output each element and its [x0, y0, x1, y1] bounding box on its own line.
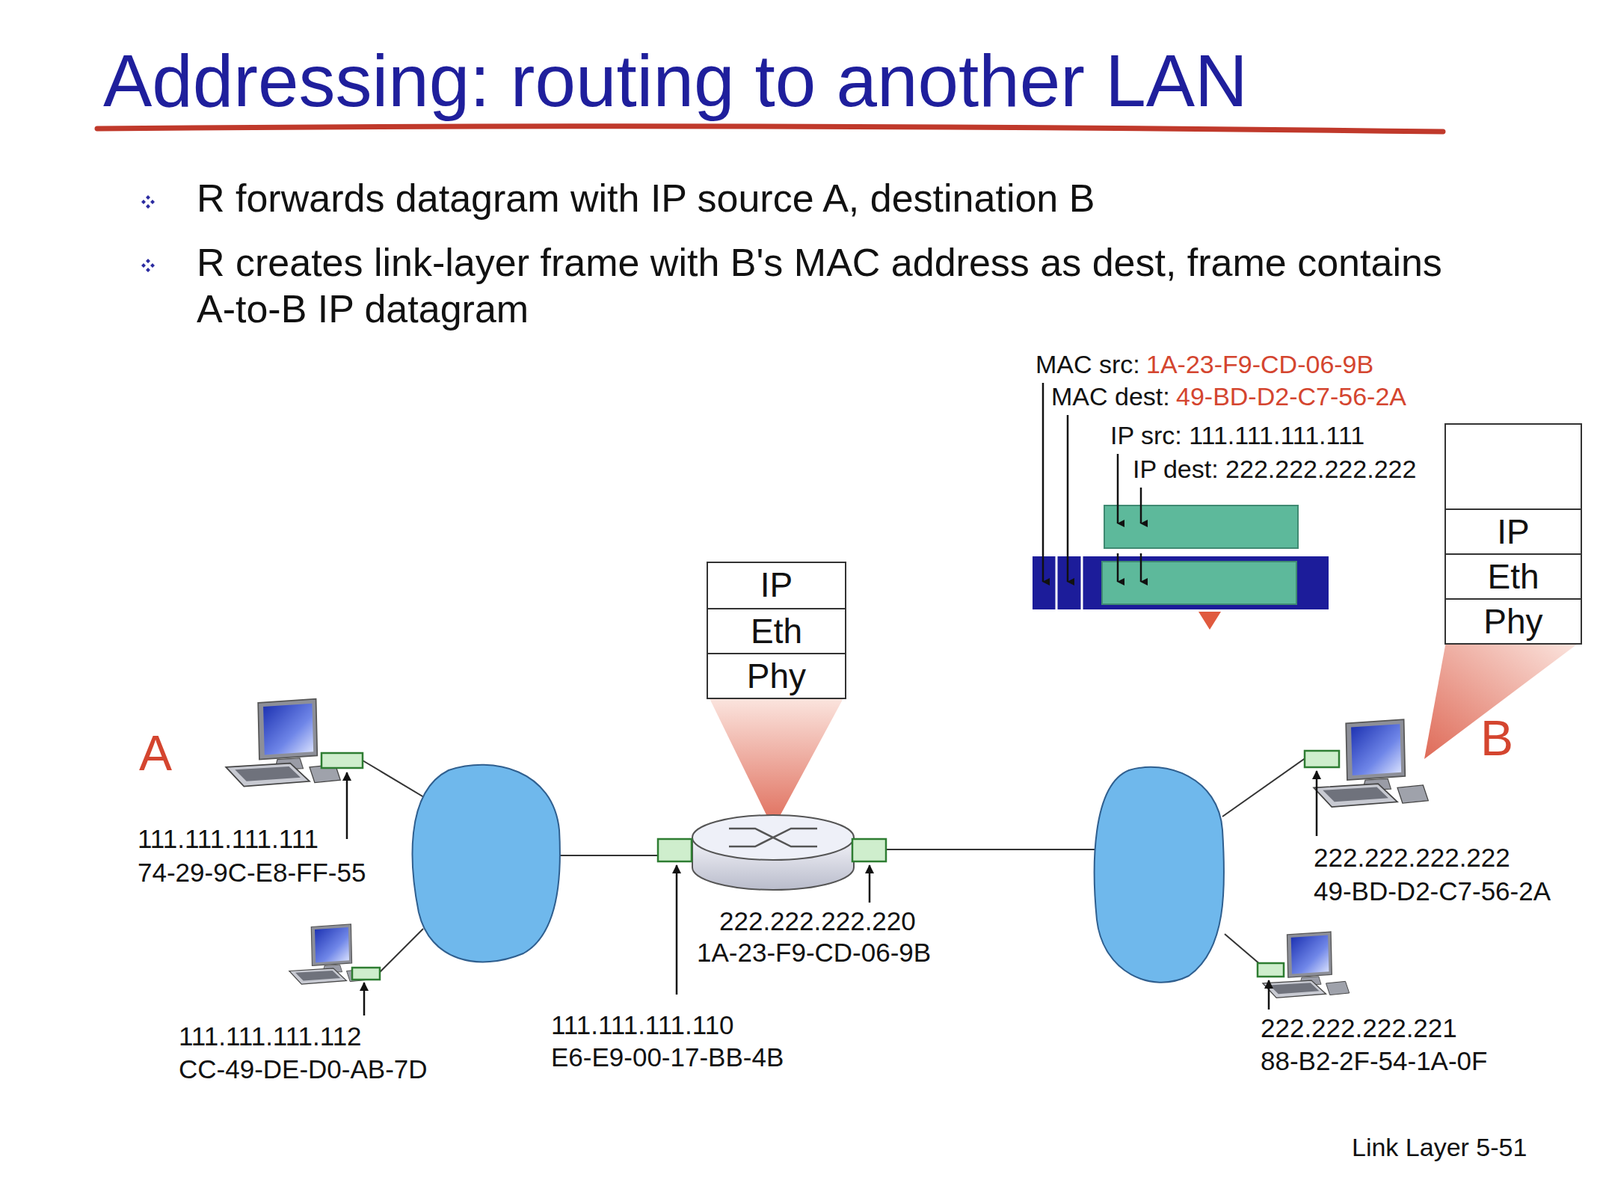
layer-name: IP — [708, 562, 845, 608]
host-letter: A — [139, 725, 172, 783]
mac-address: 74-29-9C-E8-FF-55 — [137, 857, 366, 888]
mac-address: CC-49-DE-D0-AB-7D — [178, 1054, 428, 1085]
field-name: MAC dest: — [1051, 382, 1171, 412]
field-value: IP src: 111.111.111.111 — [1110, 420, 1365, 451]
link-frame — [1032, 556, 1329, 610]
ip-address: 111.111.111.112 — [178, 1021, 362, 1052]
ip-address: 222.222.222.221 — [1260, 1013, 1458, 1043]
zoom-cone — [708, 695, 845, 829]
layer-name: Eth — [1445, 553, 1581, 599]
host-computer — [225, 699, 341, 787]
field-value: IP dest: 222.222.222.222 — [1132, 454, 1417, 484]
layer-name: Eth — [708, 607, 845, 653]
mac-address: E6-E9-00-17-BB-4B — [551, 1042, 784, 1073]
ip-address: 222.222.222.222 — [1313, 842, 1511, 873]
layer-name: IP — [1445, 508, 1581, 554]
slide-title: Addressing: routing to another LAN — [103, 38, 1248, 124]
mac-address: 88-B2-2F-54-1A-0F — [1260, 1045, 1488, 1076]
layer-name: Phy — [708, 652, 845, 698]
leader-line — [1042, 382, 1141, 582]
interface-card — [321, 750, 1340, 980]
bullet-text: R forwards datagram with IP source A, de… — [196, 176, 1095, 222]
host-letter: B — [1480, 710, 1514, 768]
page-footer: Link Layer 5-51 — [1351, 1132, 1527, 1162]
lan-cloud — [1094, 767, 1224, 983]
mac-address: 1A-23-F9-CD-06-9B — [696, 937, 931, 968]
field-name: MAC src: — [1035, 349, 1141, 380]
bullet-text: R creates link-layer frame with B's MAC … — [196, 239, 1453, 332]
ip-address: 222.222.222.220 — [719, 906, 916, 937]
ip-datagram — [1104, 505, 1298, 549]
layer-name: Phy — [1445, 598, 1581, 643]
ip-address: 111.111.111.110 — [551, 1010, 735, 1040]
mac-address: 49-BD-D2-C7-56-2A — [1176, 382, 1407, 412]
mac-address: 1A-23-F9-CD-06-9B — [1146, 349, 1374, 380]
protocol-stack: IPEthPhy — [1444, 423, 1583, 645]
lan-cloud — [412, 764, 560, 963]
ip-address: 111.111.111.111 — [137, 823, 319, 854]
protocol-stack: IPEthPhy — [706, 561, 847, 700]
interface-card — [657, 838, 886, 862]
bullet-marker — [141, 195, 155, 273]
router — [692, 814, 854, 890]
mac-address: 49-BD-D2-C7-56-2A — [1313, 876, 1551, 907]
pointer-arrow — [346, 770, 1317, 1016]
